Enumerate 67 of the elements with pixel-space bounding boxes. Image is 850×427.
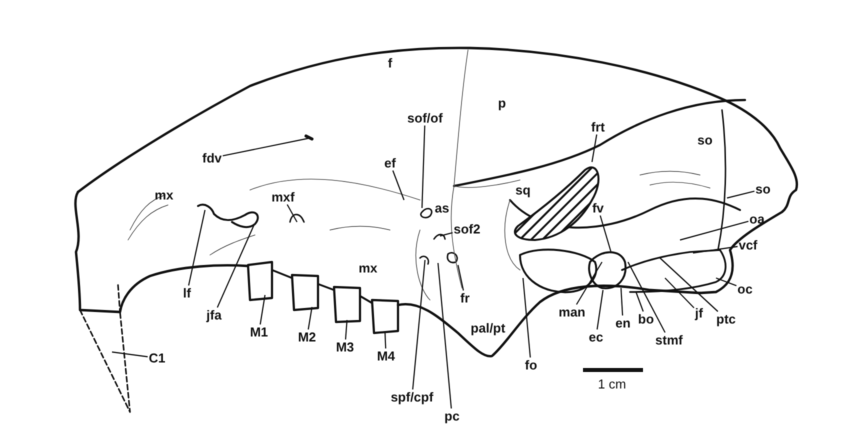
anatomical-label: fo [524, 358, 538, 372]
anatomical-label: bo [637, 312, 655, 326]
anatomical-label: fv [591, 200, 605, 216]
leader-line [188, 210, 206, 286]
leader-line [591, 134, 598, 162]
leader-line [716, 277, 737, 286]
leader-line [635, 292, 644, 312]
region-label: mx [154, 188, 174, 202]
leader-line [576, 262, 603, 305]
anatomical-label: man [558, 304, 586, 320]
region-label: f [386, 56, 394, 70]
anatomical-label: sof/of [406, 110, 444, 126]
anatomical-label: stmf [654, 332, 684, 348]
leader-line [308, 306, 313, 330]
anatomical-label: M4 [376, 348, 396, 364]
leader-line [440, 232, 453, 237]
region-label: as [434, 200, 450, 216]
leader-line [664, 278, 694, 308]
leader-line [692, 246, 738, 254]
leader-line [421, 125, 426, 208]
anatomical-label: sof2 [452, 222, 482, 236]
leader-line [627, 262, 666, 333]
region-label: so [696, 132, 714, 148]
anatomical-label: fdv [201, 150, 223, 166]
leader-line [596, 290, 604, 330]
leader-line [680, 220, 749, 241]
anatomical-label: fr [459, 290, 471, 306]
anatomical-label: jfa [205, 308, 223, 322]
leader-line [660, 258, 718, 312]
anatomical-label: ef [383, 156, 397, 170]
anatomical-label: ec [588, 330, 604, 344]
leader-line [384, 332, 386, 349]
anatomical-label: ptc [715, 312, 737, 326]
anatomical-label: vcf [738, 238, 758, 252]
leader-line [222, 137, 310, 156]
anatomical-label: spf/cpf [390, 390, 434, 404]
leader-line [216, 224, 255, 308]
anatomical-label: M1 [248, 324, 270, 340]
leader-line [522, 278, 531, 358]
anatomical-label: oc [736, 282, 754, 296]
leader-line [726, 190, 755, 199]
leader-line [437, 262, 452, 409]
scale-label: 1 cm [596, 376, 628, 392]
region-label: pal/pt [470, 320, 506, 336]
anatomical-label: mxf [270, 190, 296, 204]
anatomical-label: so [754, 182, 772, 196]
anatomical-label: lf [182, 286, 192, 300]
region-label: sq [514, 182, 532, 198]
anatomical-label: frt [590, 120, 606, 134]
region-label: mx [358, 260, 378, 276]
leader-line [112, 351, 148, 358]
leader-line [620, 288, 624, 316]
leader-line [286, 204, 298, 222]
anatomical-label: pc [443, 408, 461, 424]
leader-line [412, 260, 426, 390]
anatomical-label: M2 [296, 330, 318, 344]
anatomical-label: jf [694, 306, 704, 320]
anatomical-label: oa [748, 212, 766, 226]
leader-line [457, 264, 464, 291]
leader-line [600, 215, 612, 252]
anatomical-label: en [614, 316, 632, 330]
region-label: p [497, 96, 507, 110]
leader-line [392, 170, 405, 200]
leader-line [260, 294, 266, 325]
anatomical-label: M3 [334, 340, 356, 354]
anatomical-label: C1 [148, 350, 166, 366]
leader-line [344, 320, 348, 340]
